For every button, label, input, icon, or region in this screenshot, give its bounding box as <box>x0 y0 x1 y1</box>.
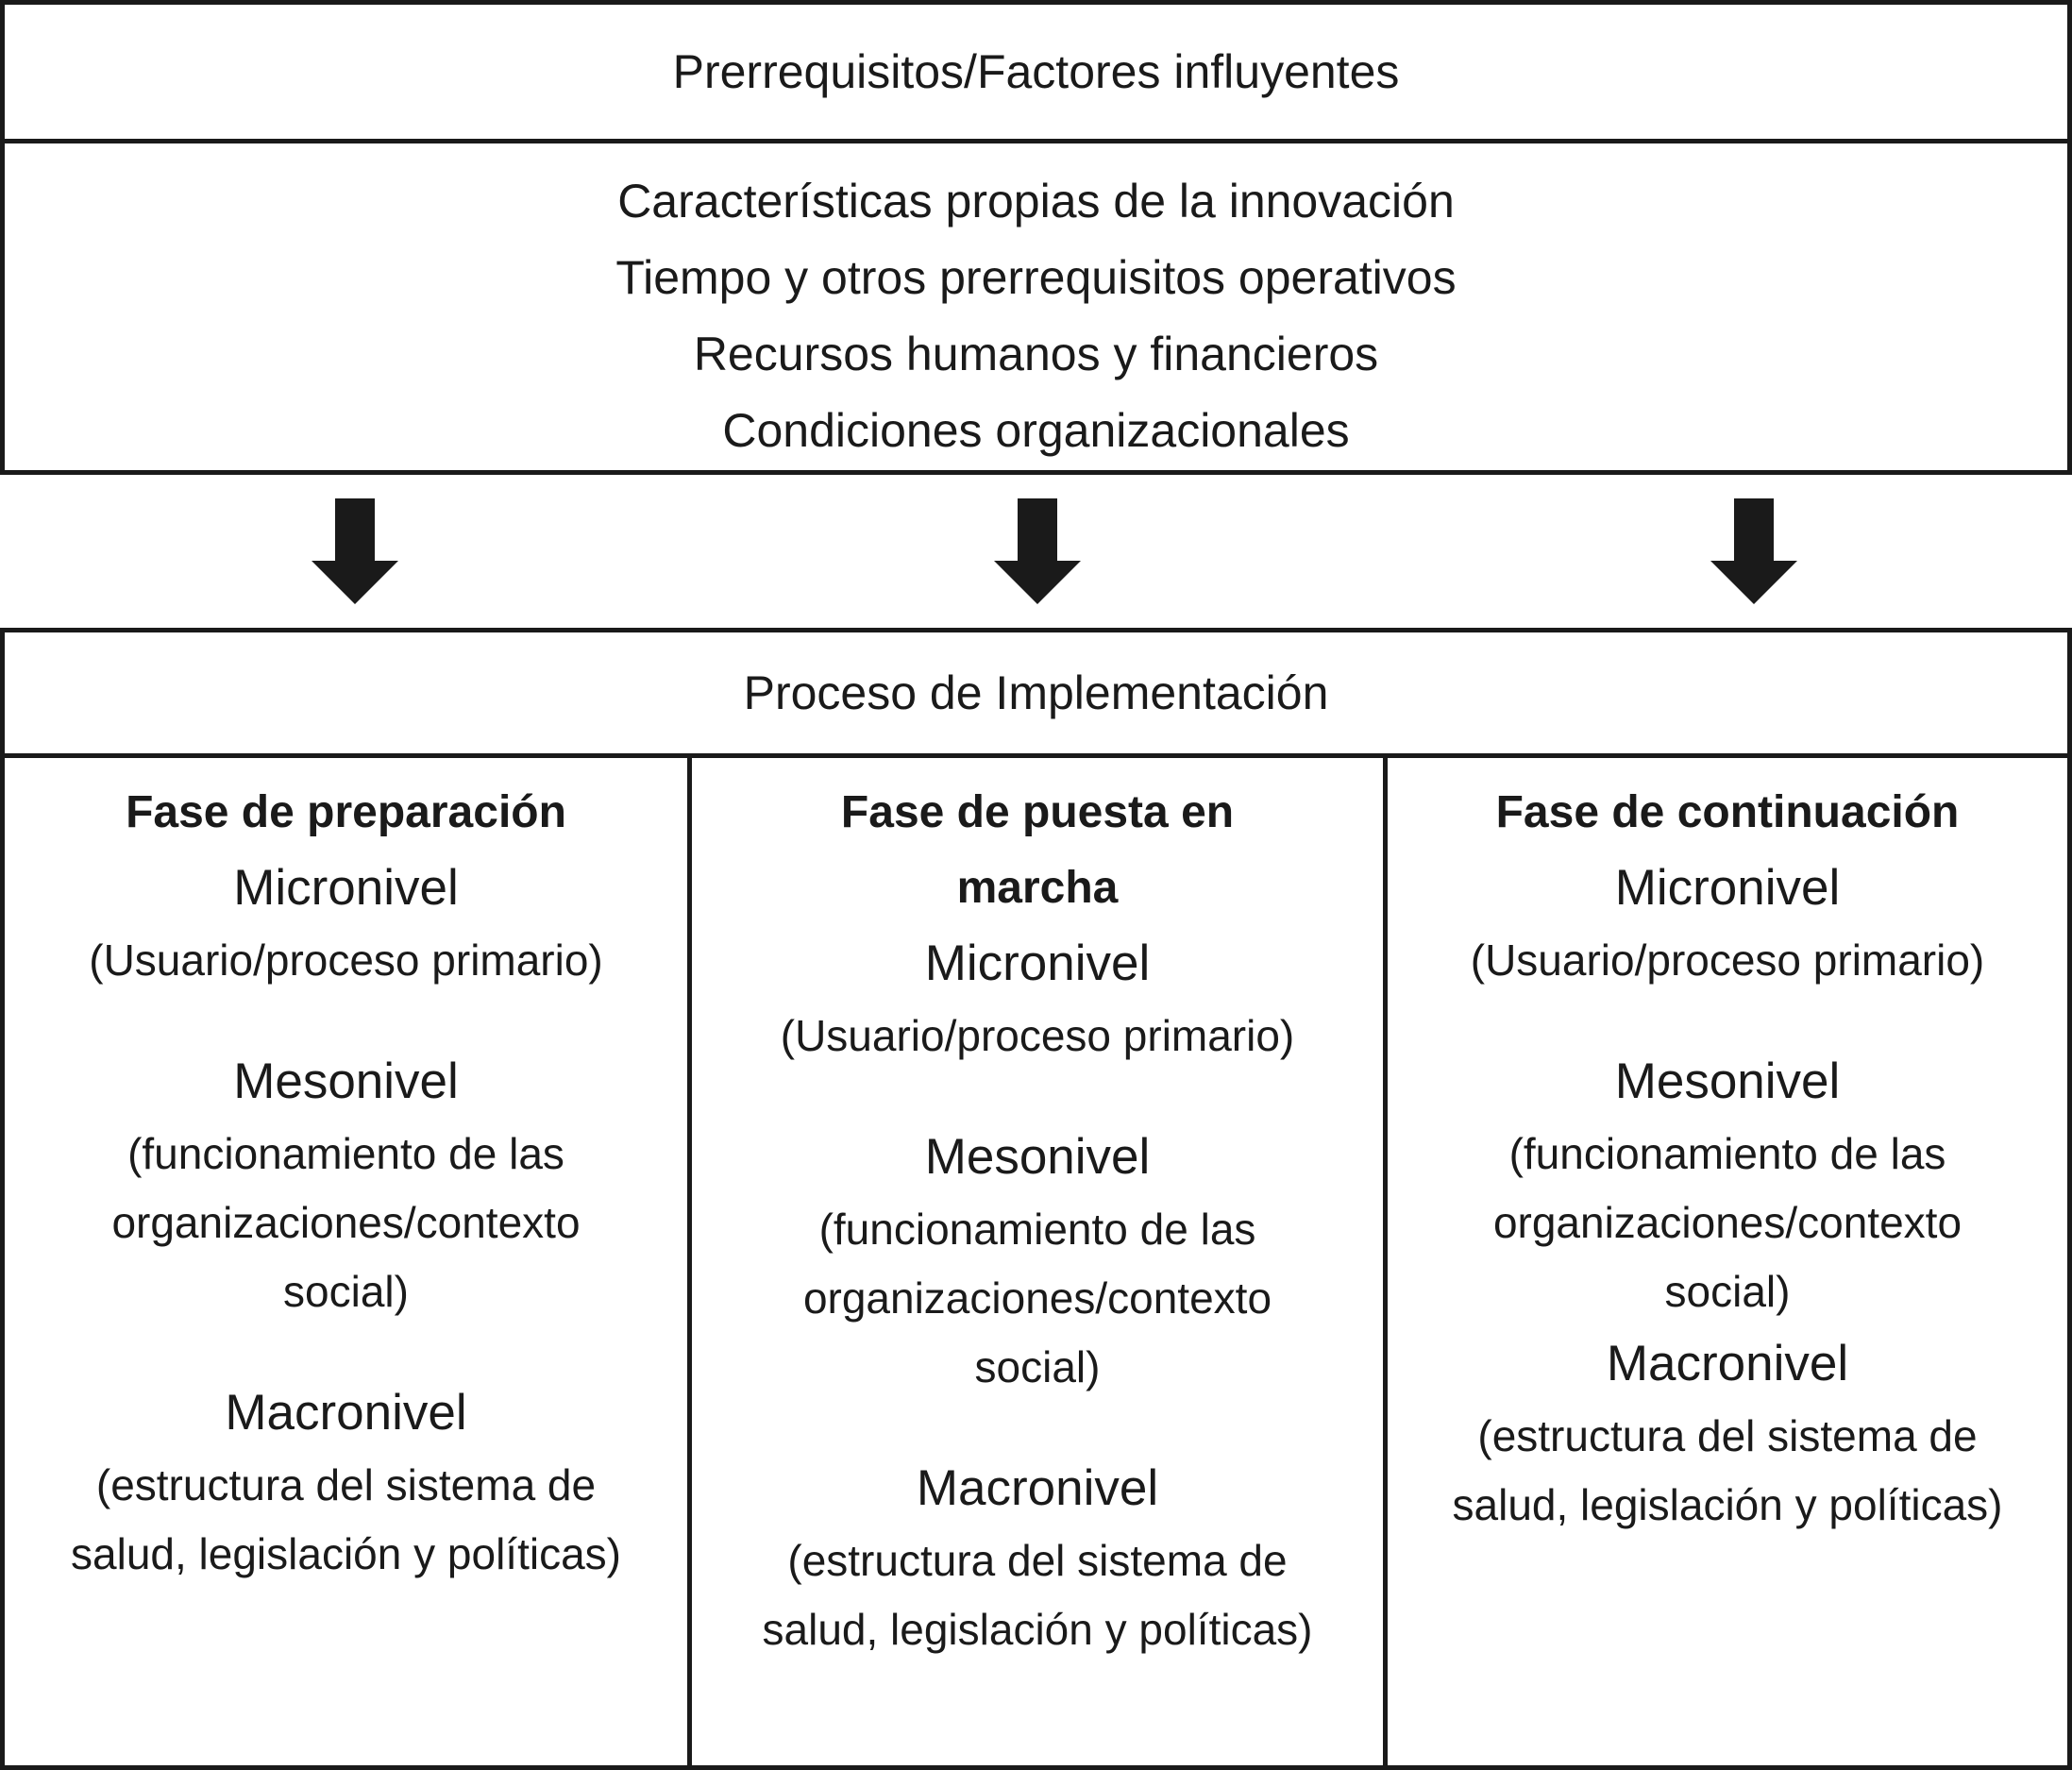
level-meso: Mesonivel <box>924 1129 1151 1185</box>
factor-item: Recursos humanos y financieros <box>693 328 1379 380</box>
level-micro: Micronivel <box>1614 860 1841 916</box>
phase-continuation: Fase de continuación Micronivel (Usuario… <box>1388 775 2067 1540</box>
level-micro-desc: (Usuario/proceso primario) <box>780 1011 1295 1060</box>
level-meso-desc: social) <box>1664 1267 1791 1316</box>
column-divider <box>687 753 692 1765</box>
level-micro: Micronivel <box>924 936 1151 991</box>
level-meso-desc: social) <box>974 1342 1101 1391</box>
level-macro-desc: salud, legislación y políticas) <box>71 1529 621 1578</box>
level-meso-desc: (funcionamiento de las <box>1508 1129 1946 1178</box>
level-micro-desc: (Usuario/proceso primario) <box>1470 936 1985 985</box>
level-macro-desc: (estructura del sistema de <box>95 1460 597 1509</box>
phase-title: Fase de continuación <box>1495 787 1960 837</box>
arrow-down-icon <box>312 498 398 604</box>
column-divider <box>1383 753 1388 1765</box>
prerequisites-box: Prerrequisitos/Factores influyentes Cara… <box>0 0 2072 475</box>
level-macro-desc: salud, legislación y políticas) <box>1452 1480 2003 1529</box>
level-meso-desc: organizaciones/contexto <box>802 1273 1272 1323</box>
factor-item: Características propias de la innovación <box>617 175 1455 228</box>
factor-item: Tiempo y otros prerrequisitos operativos <box>615 251 1457 304</box>
phase-title: Fase de puesta en <box>840 787 1235 837</box>
level-meso-desc: (funcionamiento de las <box>127 1129 564 1178</box>
level-macro-desc: salud, legislación y políticas) <box>762 1605 1313 1654</box>
arrow-down-icon <box>994 498 1081 604</box>
phase-preparation: Fase de preparación Micronivel (Usuario/… <box>5 775 687 1589</box>
factor-item: Condiciones organizacionales <box>722 404 1350 457</box>
process-box: Proceso de Implementación Fase de prepar… <box>0 628 2072 1770</box>
phase-title: Fase de preparación <box>126 787 566 837</box>
level-meso: Mesonivel <box>1614 1054 1841 1109</box>
level-meso: Mesonivel <box>233 1054 459 1109</box>
level-macro: Macronivel <box>916 1460 1159 1516</box>
level-micro-desc: (Usuario/proceso primario) <box>89 936 603 985</box>
phase-title: marcha <box>956 863 1119 913</box>
factors-list: Características propias de la innovación… <box>5 163 2067 469</box>
process-divider <box>5 753 2067 758</box>
level-macro: Macronivel <box>225 1385 467 1441</box>
phase-launch: Fase de puesta en marcha Micronivel (Usu… <box>692 775 1383 1664</box>
level-macro-desc: (estructura del sistema de <box>1477 1411 1978 1460</box>
level-meso-desc: social) <box>283 1267 409 1316</box>
prerequisites-divider <box>5 139 2067 143</box>
level-meso-desc: organizaciones/contexto <box>111 1198 581 1247</box>
arrow-down-icon <box>1710 498 1797 604</box>
prerequisites-title: Prerrequisitos/Factores influyentes <box>672 45 1400 98</box>
level-macro-desc: (estructura del sistema de <box>787 1536 1288 1585</box>
phases-area: Fase de preparación Micronivel (Usuario/… <box>5 758 2067 1765</box>
level-micro: Micronivel <box>233 860 459 916</box>
level-meso-desc: organizaciones/contexto <box>1492 1198 1963 1247</box>
level-macro: Macronivel <box>1606 1336 1849 1391</box>
level-meso-desc: (funcionamiento de las <box>818 1205 1256 1254</box>
process-title: Proceso de Implementación <box>743 666 1329 719</box>
